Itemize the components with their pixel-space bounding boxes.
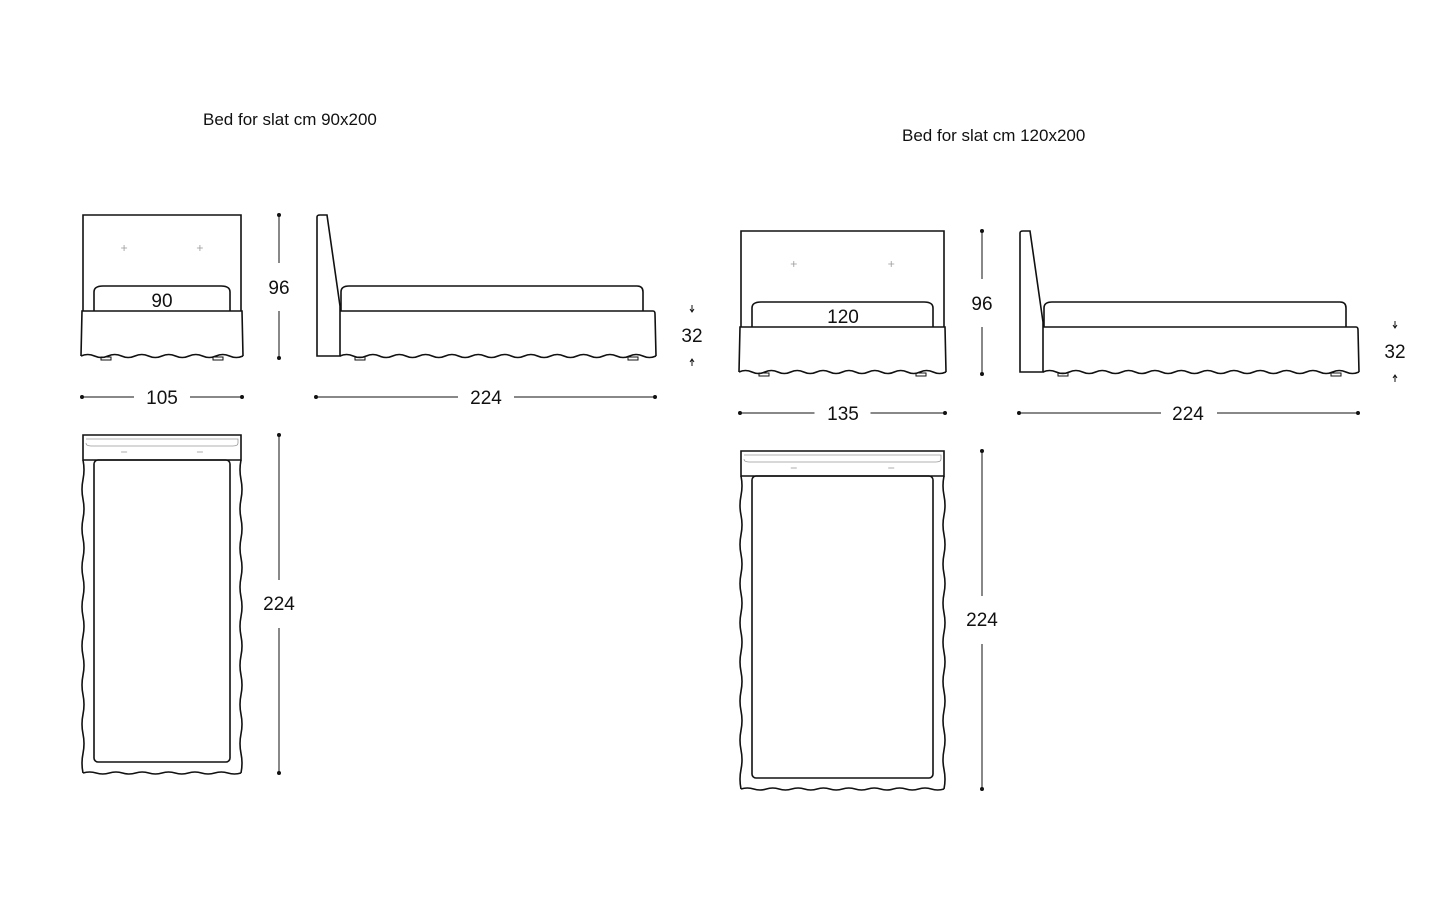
base-front (738, 326, 947, 373)
headboard-cushion-top-view (743, 454, 942, 463)
mattress-top-view (93, 459, 231, 763)
button-tuft-mark (888, 261, 895, 267)
bed-leg (100, 356, 112, 361)
base-top-view-right (239, 459, 243, 774)
mattress-width-label: 90 (151, 291, 172, 312)
base-top-view-foot (740, 787, 945, 791)
side-length-dimension: 224 (470, 388, 502, 409)
mattress-width-label: 120 (827, 307, 859, 328)
button-tuft-mark (121, 245, 128, 251)
bed-title: Bed for slat cm 90x200 (203, 110, 377, 129)
base-height-arrow-top (1392, 321, 1398, 329)
base-side (340, 310, 657, 357)
bed-leg (1330, 372, 1342, 377)
skirt-hem-front (738, 369, 947, 375)
top-length-dimension: 224 (263, 594, 295, 615)
base-top-view-left (81, 459, 85, 774)
top-length-dimension: 224 (966, 610, 998, 631)
height-dimension: 96 (971, 294, 992, 315)
base-top-view-left (739, 475, 743, 790)
mattress-side (340, 285, 644, 311)
side-length-dimension: 224 (1172, 404, 1204, 425)
bed-leg (915, 372, 927, 377)
mattress-front (751, 301, 934, 327)
bed-title: Bed for slat cm 120x200 (902, 126, 1085, 145)
headboard-side (1019, 230, 1044, 373)
base-height-dimension: 32 (681, 326, 702, 347)
bed-leg (212, 356, 224, 361)
base-top-view-right (942, 475, 946, 790)
base-side (1043, 326, 1360, 373)
bed-leg (1057, 372, 1069, 377)
headboard-front (740, 230, 945, 327)
base-height-arrow-bottom (1392, 374, 1398, 382)
base-front (80, 310, 244, 357)
bed-leg (758, 372, 770, 377)
mattress-top-view (751, 475, 934, 779)
base-top-view-foot (82, 771, 242, 775)
skirt-hem-front (80, 353, 244, 359)
height-dimension: 96 (268, 278, 289, 299)
mattress-side (1043, 301, 1347, 327)
overall-width-dimension: 135 (827, 404, 859, 425)
bed-120x200-group: Bed for slat cm 120x200 120 96 32 135 22… (738, 126, 1406, 791)
button-tuft-mark (196, 245, 203, 251)
bed-leg (627, 356, 639, 361)
base-height-arrow-bottom (689, 358, 695, 366)
base-height-arrow-top (689, 305, 695, 313)
skirt-hem-side (1042, 369, 1360, 375)
headboard-cushion-top-view (85, 438, 239, 447)
mattress-front (93, 285, 231, 311)
button-tuft-mark (790, 261, 797, 267)
bed-90x200-group: Bed for slat cm 90x200 90 96 32 105 224 … (80, 110, 703, 775)
skirt-hem-side (339, 353, 657, 359)
headboard-side (316, 214, 341, 357)
base-height-dimension: 32 (1384, 342, 1405, 363)
overall-width-dimension: 105 (146, 388, 178, 409)
headboard-front (82, 214, 242, 311)
bed-leg (354, 356, 366, 361)
